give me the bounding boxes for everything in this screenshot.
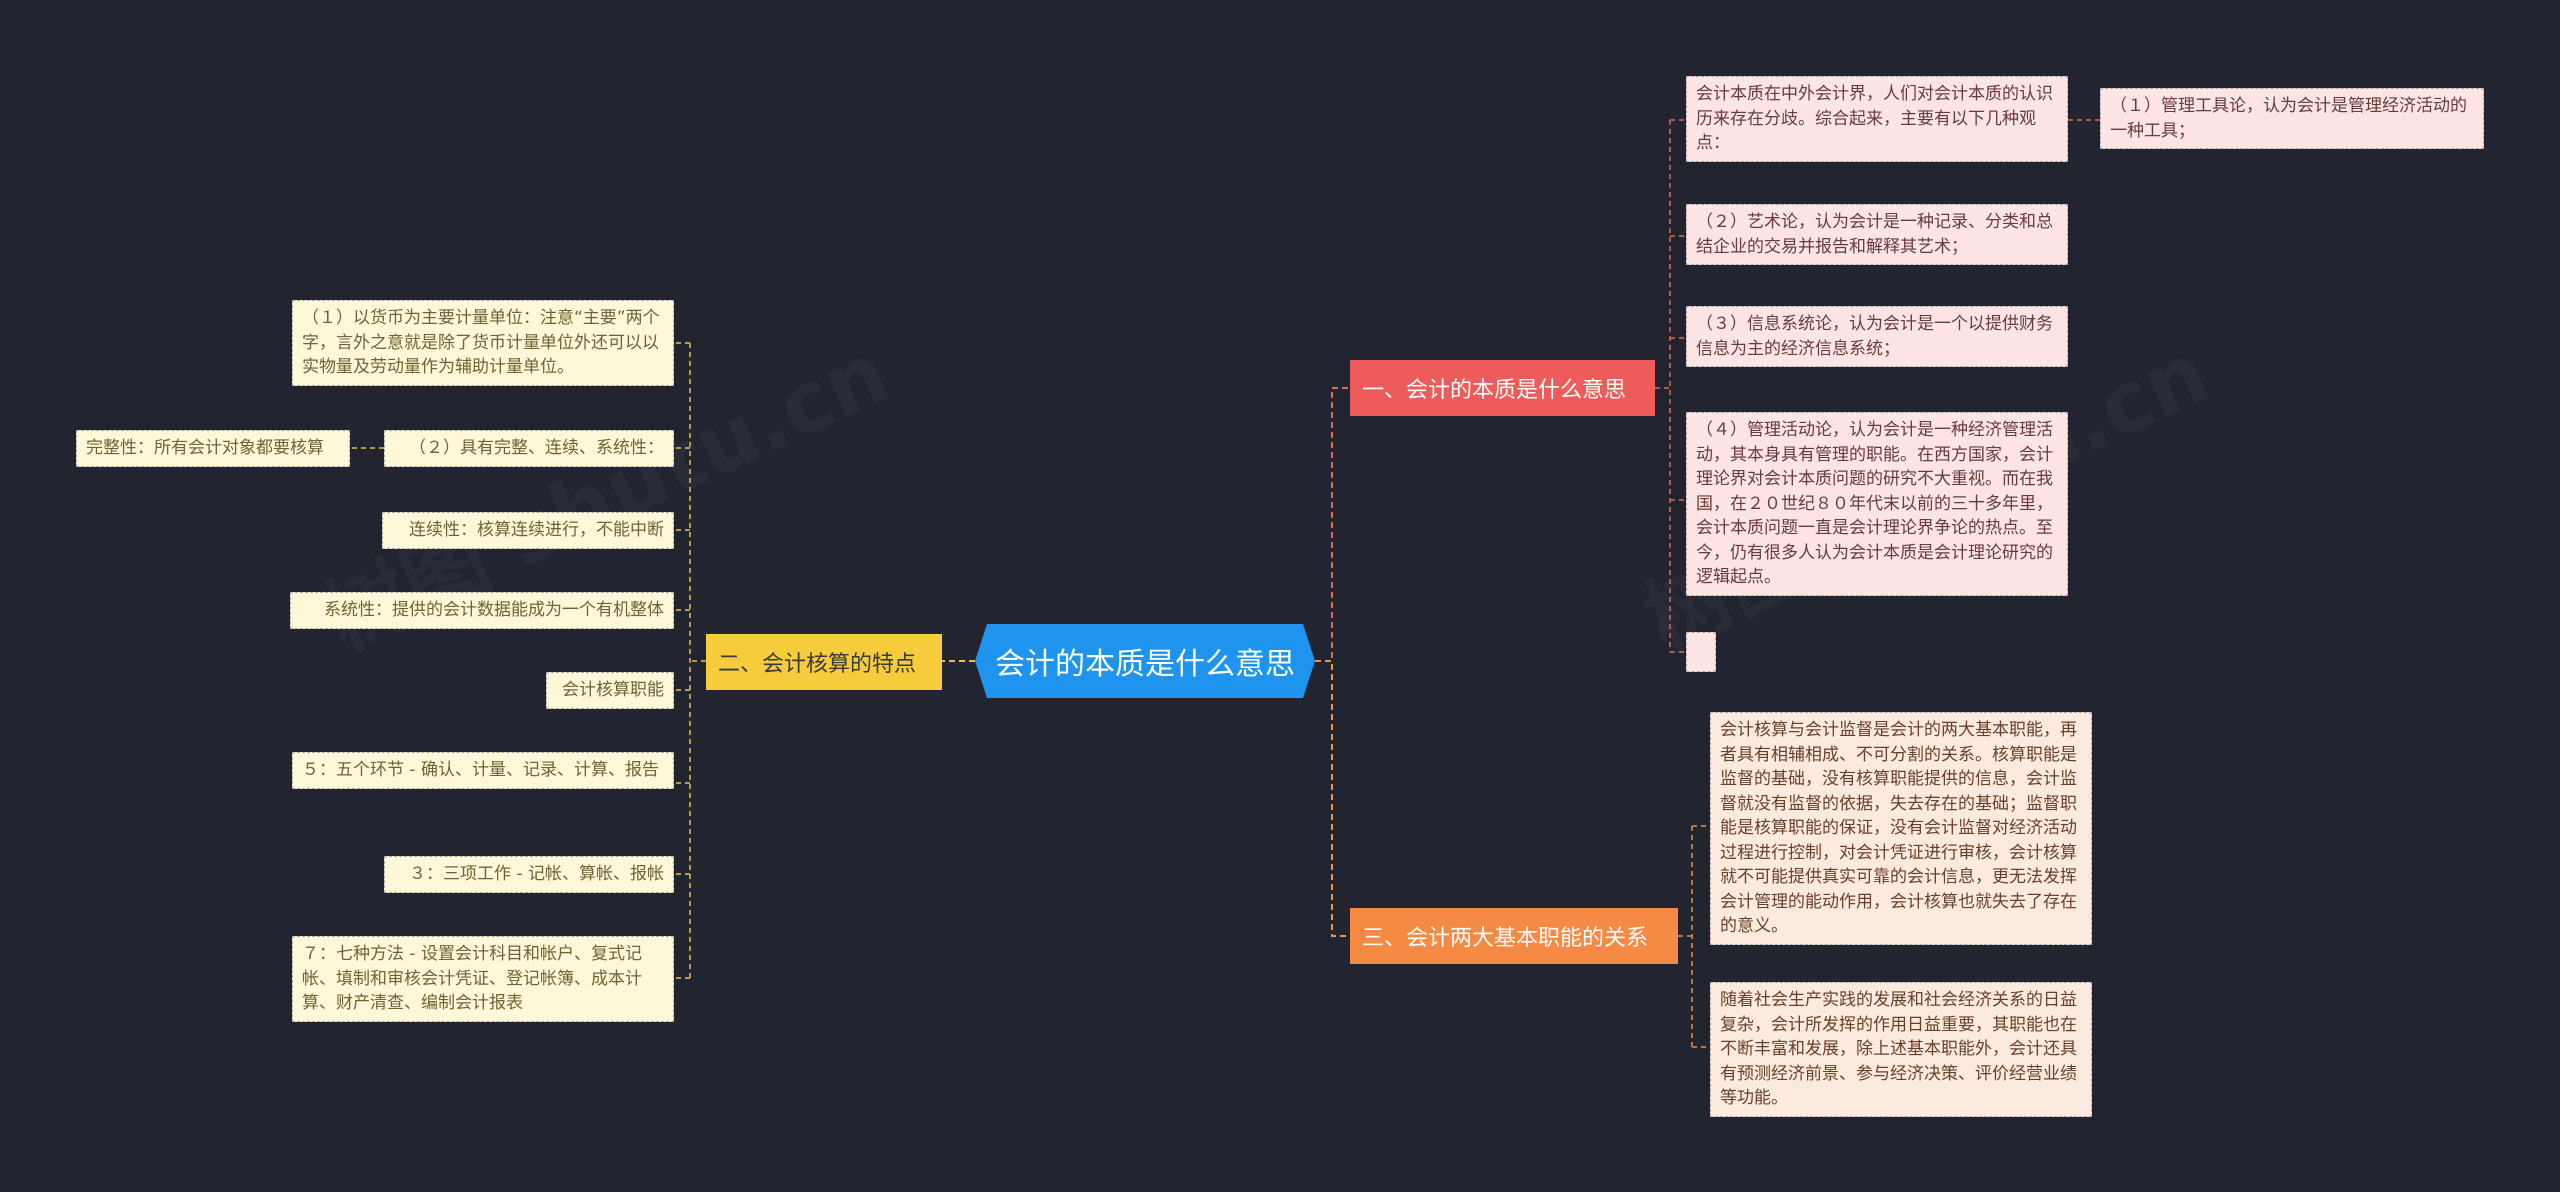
leaf-text: 会计核算与会计监督是会计的两大基本职能，再者具有相辅相成、不可分割的关系。核算职… bbox=[1720, 720, 2077, 936]
leaf-completeness-group[interactable]: （２）具有完整、连续、系统性： bbox=[384, 430, 674, 467]
leaf-continuity[interactable]: 连续性：核算连续进行，不能中断 bbox=[382, 512, 674, 549]
leaf-text: （２）具有完整、连续、系统性： bbox=[409, 438, 664, 458]
link-root-b1 bbox=[1315, 387, 1350, 662]
branch-label: 二、会计核算的特点 bbox=[718, 652, 917, 677]
leaf-text: 随着社会生产实践的发展和社会经济关系的日益复杂，会计所发挥的作用日益重要，其职能… bbox=[1720, 990, 2077, 1108]
leaf-five-steps[interactable]: ５：五个环节 - 确认、计量、记录、计算、报告 bbox=[292, 752, 674, 789]
leaf-completeness[interactable]: 完整性：所有会计对象都要核算 bbox=[76, 430, 350, 467]
branch-characteristics[interactable]: 二、会计核算的特点 bbox=[706, 634, 942, 690]
branch-label: 一、会计的本质是什么意思 bbox=[1362, 378, 1627, 403]
branch-label: 三、会计两大基本职能的关系 bbox=[1362, 926, 1649, 951]
leaf-info-system[interactable]: （３）信息系统论，认为会计是一个以提供财务信息为主的经济信息系统； bbox=[1686, 306, 2068, 367]
leaf-text: ５：五个环节 - 确认、计量、记录、计算、报告 bbox=[302, 760, 659, 780]
branch-essence[interactable]: 一、会计的本质是什么意思 bbox=[1350, 360, 1655, 416]
leaf-text: 连续性：核算连续进行，不能中断 bbox=[409, 520, 664, 540]
leaf-text: （１）以货币为主要计量单位：注意“主要”两个字，言外之意就是除了货币计量单位外还… bbox=[302, 308, 660, 377]
leaf-text: ３：三项工作 - 记帐、算帐、报帐 bbox=[409, 864, 664, 884]
leaf-text: （３）信息系统论，认为会计是一个以提供财务信息为主的经济信息系统； bbox=[1696, 314, 2053, 359]
link-b3-spine bbox=[1678, 826, 1693, 1047]
leaf-core-function[interactable]: 会计核算职能 bbox=[546, 672, 674, 709]
leaf-text: （１）管理工具论，认为会计是管理经济活动的一种工具； bbox=[2110, 96, 2467, 141]
link-root-b3 bbox=[1315, 660, 1350, 937]
leaf-text: 完整性：所有会计对象都要核算 bbox=[86, 438, 324, 458]
leaf-systematic[interactable]: 系统性：提供的会计数据能成为一个有机整体 bbox=[290, 592, 674, 629]
leaf-essence-intro[interactable]: 会计本质在中外会计界，人们对会计本质的认识历来存在分歧。综合起来，主要有以下几种… bbox=[1686, 76, 2068, 162]
leaf-seven-methods[interactable]: ７：七种方法 - 设置会计科目和帐户、复式记帐、填制和审核会计凭证、登记帐簿、成… bbox=[292, 936, 674, 1022]
leaf-currency-unit[interactable]: （１）以货币为主要计量单位：注意“主要”两个字，言外之意就是除了货币计量单位外还… bbox=[292, 300, 674, 386]
branch-functions-relation[interactable]: 三、会计两大基本职能的关系 bbox=[1350, 908, 1678, 964]
leaf-text: 会计本质在中外会计界，人们对会计本质的认识历来存在分歧。综合起来，主要有以下几种… bbox=[1696, 84, 2053, 153]
link-b1-spine bbox=[1655, 120, 1671, 652]
leaf-text: 系统性：提供的会计数据能成为一个有机整体 bbox=[324, 600, 664, 620]
leaf-text: 会计核算职能 bbox=[562, 680, 664, 700]
leaf-text: ７：七种方法 - 设置会计科目和帐户、复式记帐、填制和审核会计凭证、登记帐簿、成… bbox=[302, 944, 642, 1013]
link-b2-spine bbox=[689, 343, 706, 978]
leaf-text: （２）艺术论，认为会计是一种记录、分类和总结企业的交易并报告和解释其艺术； bbox=[1696, 212, 2053, 257]
leaf-three-tasks[interactable]: ３：三项工作 - 记帐、算帐、报帐 bbox=[384, 856, 674, 893]
root-node[interactable]: 会计的本质是什么意思 bbox=[975, 624, 1315, 698]
leaf-management-activity[interactable]: （４）管理活动论，认为会计是一种经济管理活动，其本身具有管理的职能。在西方国家，… bbox=[1686, 412, 2068, 596]
leaf-empty[interactable] bbox=[1686, 632, 1716, 672]
leaf-text: （４）管理活动论，认为会计是一种经济管理活动，其本身具有管理的职能。在西方国家，… bbox=[1696, 420, 2053, 587]
leaf-two-functions[interactable]: 会计核算与会计监督是会计的两大基本职能，再者具有相辅相成、不可分割的关系。核算职… bbox=[1710, 712, 2092, 945]
root-label: 会计的本质是什么意思 bbox=[995, 647, 1295, 682]
leaf-art-theory[interactable]: （２）艺术论，认为会计是一种记录、分类和总结企业的交易并报告和解释其艺术； bbox=[1686, 204, 2068, 265]
leaf-function-development[interactable]: 随着社会生产实践的发展和社会经济关系的日益复杂，会计所发挥的作用日益重要，其职能… bbox=[1710, 982, 2092, 1117]
leaf-management-tool[interactable]: （１）管理工具论，认为会计是管理经济活动的一种工具； bbox=[2100, 88, 2484, 149]
